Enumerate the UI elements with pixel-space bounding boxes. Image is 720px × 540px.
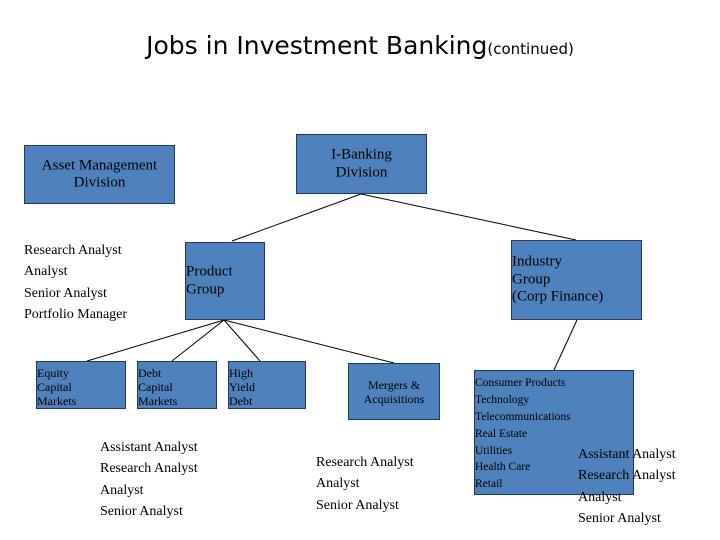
box-line: Industry	[512, 253, 562, 270]
role-item: Research Analyst	[100, 461, 198, 477]
sector-item: Consumer Products	[475, 377, 566, 389]
page-title-suffix: (continued)	[487, 40, 574, 58]
box-line: (Corp Finance)	[512, 288, 604, 305]
box-ibanking-division[interactable]: I-Banking Division	[296, 134, 427, 194]
role-list-industry-group: Assistant Analyst Research Analyst Analy…	[578, 444, 676, 529]
sector-item: Retail	[475, 478, 503, 491]
box-product-group[interactable]: Product Group	[185, 242, 265, 320]
sector-item: Real Estate	[475, 427, 528, 440]
box-line: Division	[335, 164, 388, 180]
role-item: Research Analyst	[316, 455, 414, 470]
role-item: Senior Analyst	[100, 503, 183, 519]
sector-item: Technology	[475, 393, 530, 406]
role-item: Analyst	[24, 264, 68, 280]
role-item: Research Analyst	[578, 468, 676, 484]
role-item: Portfolio Manager	[24, 306, 128, 322]
box-line: Debt	[229, 394, 253, 409]
box-line: I-Banking	[331, 146, 392, 163]
box-high-yield-debt[interactable]: High Yield Debt	[228, 361, 306, 409]
box-line: Capital	[138, 380, 173, 395]
role-list-asset-management: Research Analyst Analyst Senior Analyst …	[24, 240, 127, 325]
page-title-main: Jobs in Investment Banking	[146, 31, 488, 60]
box-line: Group	[186, 281, 225, 297]
box-line: Capital	[37, 380, 72, 395]
box-line: Group	[512, 271, 551, 288]
box-industry-sectors[interactable]: Consumer Products Technology Telecommuni…	[474, 370, 634, 495]
box-line: Markets	[138, 394, 178, 409]
box-line: Asset Management	[41, 156, 158, 173]
box-line: Division	[73, 174, 126, 191]
box-asset-management-division[interactable]: Asset Management Division	[24, 145, 175, 204]
role-item: Senior Analyst	[316, 497, 399, 513]
box-line: High	[229, 366, 253, 380]
box-line: Product	[186, 263, 233, 280]
box-line: Yield	[229, 380, 255, 395]
sector-item: Telecommunications	[475, 410, 571, 423]
role-list-product-group: Assistant Analyst Research Analyst Analy…	[100, 437, 198, 522]
box-line: Debt	[138, 366, 162, 380]
sector-item: Utilities	[475, 444, 513, 457]
role-item: Analyst	[316, 476, 360, 492]
role-item: Assistant Analyst	[578, 447, 676, 462]
box-line: Markets	[37, 394, 77, 409]
box-debt-capital-markets[interactable]: Debt Capital Markets	[137, 361, 217, 409]
role-item: Analyst	[578, 489, 622, 505]
role-item: Senior Analyst	[24, 285, 107, 301]
box-mergers-acquisitions[interactable]: Mergers & Acquisitions	[348, 363, 440, 420]
role-item: Analyst	[100, 482, 144, 498]
box-equity-capital-markets[interactable]: Equity Capital Markets	[36, 361, 126, 409]
page-title: Jobs in Investment Banking(continued)	[0, 31, 720, 60]
box-line: Mergers &	[367, 377, 421, 392]
role-item: Senior Analyst	[578, 510, 661, 526]
role-item: Research Analyst	[24, 243, 122, 258]
box-line: Equity	[37, 366, 69, 380]
role-list-mergers-acquisitions: Research Analyst Analyst Senior Analyst	[316, 452, 414, 516]
role-item: Assistant Analyst	[100, 440, 198, 455]
sector-item: Health Care	[475, 461, 531, 474]
box-industry-group-corp-finance[interactable]: Industry Group (Corp Finance)	[511, 240, 642, 320]
box-line: Acquisitions	[363, 391, 425, 406]
